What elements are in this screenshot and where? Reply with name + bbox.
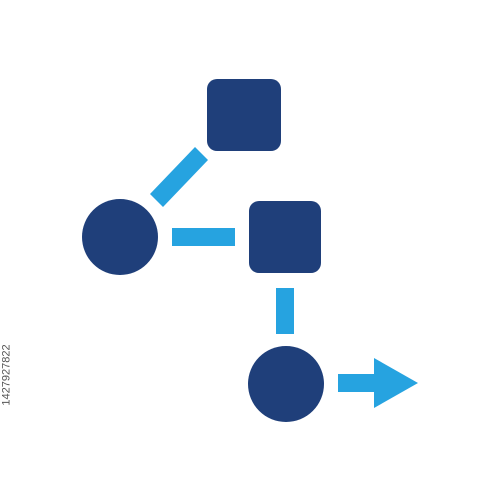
connector-diagonal <box>150 147 208 207</box>
square-node-top <box>207 79 281 151</box>
stock-id-text: 1427927822 <box>1 344 13 406</box>
arrow-shaft <box>338 374 378 392</box>
circle-node-left <box>82 199 158 275</box>
circle-node-bottom <box>248 346 324 422</box>
connector-horizontal <box>172 228 235 246</box>
stock-id-label: 1427927822 <box>0 250 14 500</box>
square-node-middle <box>249 201 321 273</box>
arrow-head-icon <box>374 358 418 408</box>
connector-vertical <box>276 288 294 334</box>
